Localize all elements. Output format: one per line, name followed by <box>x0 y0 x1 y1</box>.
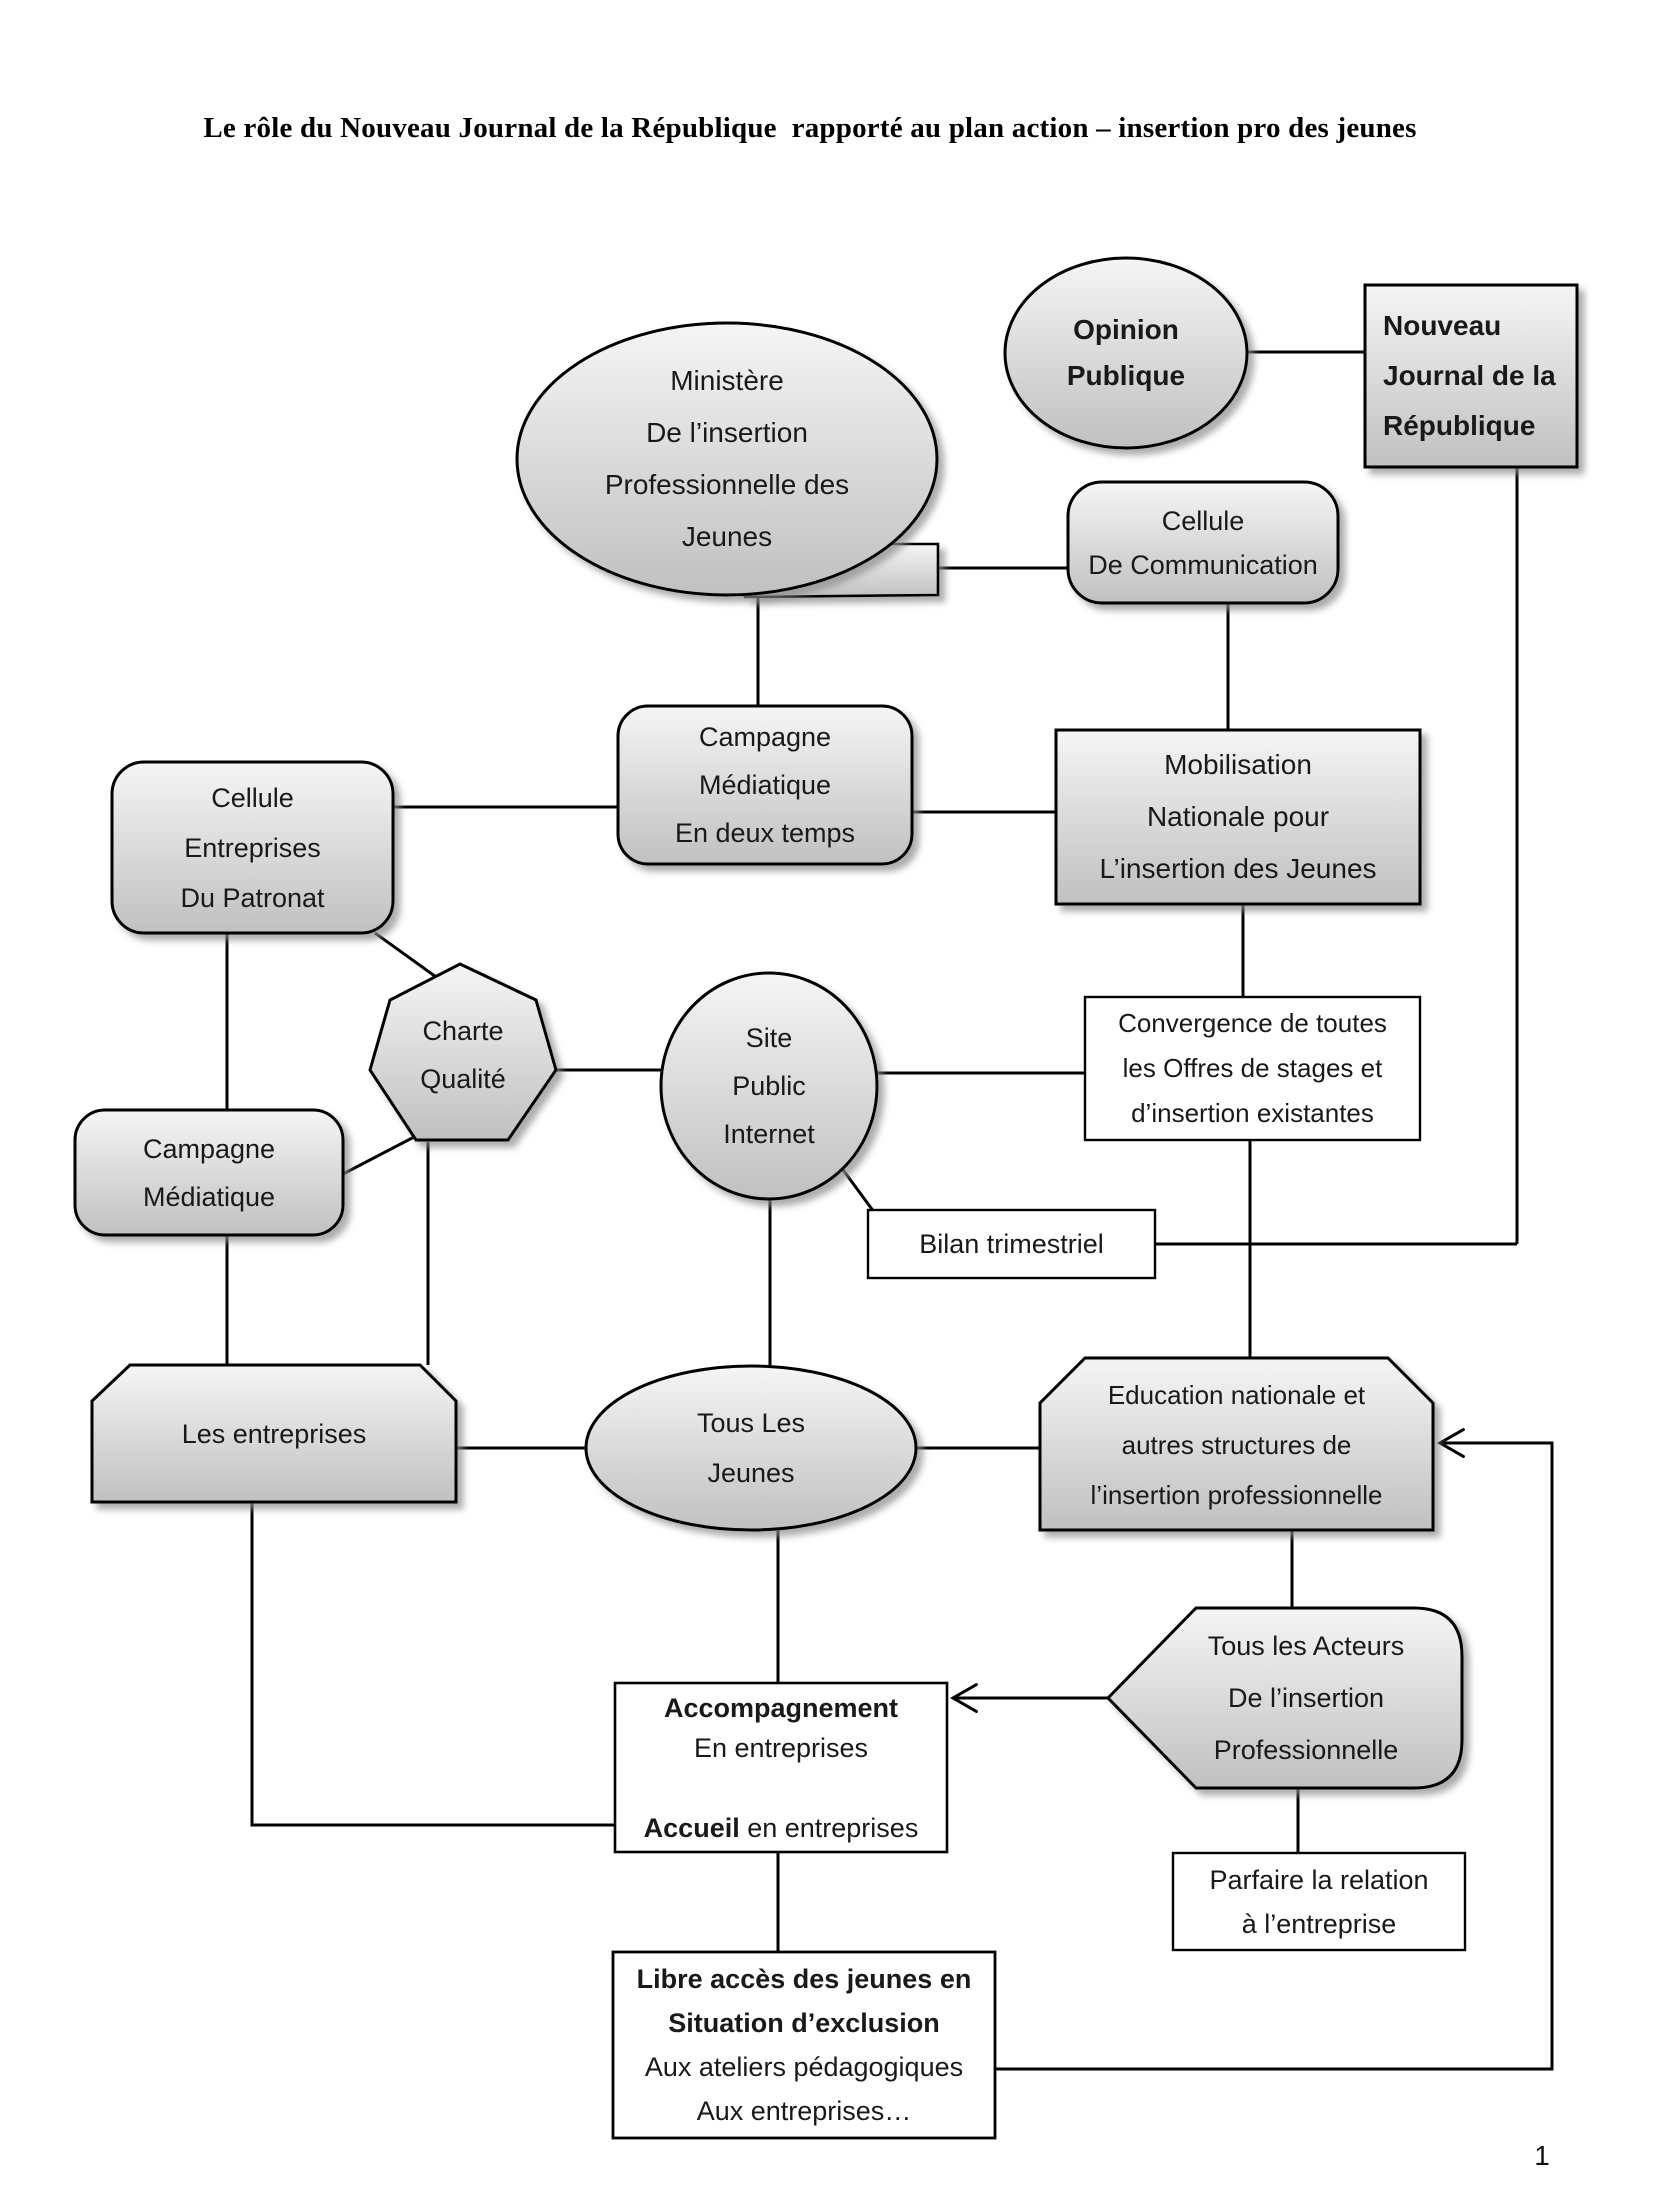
node-tous-les-acteurs <box>1105 1606 1464 1790</box>
edge-site-bilan-diag <box>836 1162 876 1213</box>
node-les-entreprises <box>90 1363 458 1504</box>
edge-charte-campagnemed-diag <box>342 1134 417 1176</box>
node-site-public-internet <box>659 971 879 1201</box>
edge-lesentreprises-accompagnement <box>250 1502 615 1827</box>
node-charte-qualite <box>368 962 558 1142</box>
node-libre-acces <box>611 1950 997 2140</box>
edge-libre-loop-education-arrowhead <box>1436 1428 1465 1458</box>
node-tous-les-jeunes <box>584 1364 918 1532</box>
node-accompagnement <box>613 1681 949 1854</box>
node-parfaire-relation <box>1171 1851 1467 1952</box>
node-cellule-entreprises-patronat <box>110 760 395 935</box>
edge-acteurs-accompagnement-arrowhead <box>949 1683 978 1713</box>
node-campagne-mediatique-deux-temps <box>616 704 914 866</box>
node-convergence-offres <box>1083 995 1422 1142</box>
node-opinion-publique <box>1003 256 1249 450</box>
node-education-nationale <box>1038 1356 1435 1532</box>
node-cellule-communication <box>1066 480 1340 605</box>
node-bilan-trimestriel <box>866 1208 1157 1280</box>
node-ministere <box>515 321 939 597</box>
node-mobilisation-nationale <box>1054 728 1422 906</box>
node-campagne-mediatique <box>73 1108 345 1237</box>
nodes-layer <box>73 256 1579 2140</box>
node-nouveau-journal <box>1363 283 1579 469</box>
page-number: 1 <box>1534 2140 1550 2171</box>
page-title: Le rôle du Nouveau Journal de la Républi… <box>203 112 1417 144</box>
edge-libre-loop-education <box>995 1441 1554 2071</box>
